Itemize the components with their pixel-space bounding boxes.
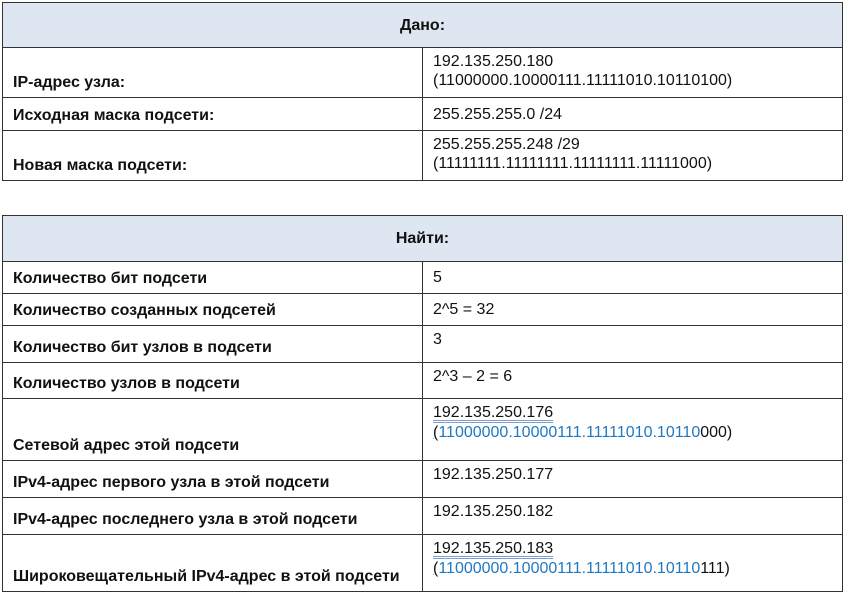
given-row-label: IP-адрес узла: [2, 47, 423, 98]
find-row-label: Количество бит узлов в подсети [2, 325, 423, 363]
find-row-value: 192.135.250.177 [422, 460, 843, 498]
value-line: 255.255.255.248 /29 [433, 136, 580, 153]
find-header: Найти: [2, 215, 843, 262]
broadcast-address: 192.135.250.183 [433, 540, 554, 559]
find-row-label: Широковещательный IPv4-адрес в этой подс… [2, 534, 423, 592]
find-row-value: 192.135.250.183 (11000000.10000111.11111… [422, 534, 843, 592]
value-line: (11111111.11111111.11111111.11111000) [433, 155, 713, 172]
given-header: Дано: [2, 2, 843, 48]
broadcast-binary: (11000000.10000111.11111010.10110111) [433, 560, 730, 577]
given-row-value: 192.135.250.180 (11000000.10000111.11111… [422, 47, 843, 98]
find-row-value: 2^3 – 2 = 6 [422, 362, 843, 399]
find-row-label: Сетевой адрес этой подсети [2, 398, 423, 461]
given-row-label: Исходная маска подсети: [2, 97, 423, 131]
find-row-value: 192.135.250.176 (11000000.10000111.11111… [422, 398, 843, 461]
find-row-value: 192.135.250.182 [422, 497, 843, 535]
find-row-label: IPv4-адрес последнего узла в этой подсет… [2, 497, 423, 535]
value-line: (11000000.10000111.11111010.10110100) [433, 72, 733, 89]
find-row-label: Количество бит подсети [2, 261, 423, 294]
given-row-label: Новая маска подсети: [2, 130, 423, 181]
find-row-label: Количество узлов в подсети [2, 362, 423, 399]
given-row-value: 255.255.255.248 /29 (11111111.11111111.1… [422, 130, 843, 181]
network-address: 192.135.250.176 [433, 404, 554, 423]
find-table: Найти: Количество бит подсети 5 Количест… [2, 215, 843, 592]
find-row-value: 3 [422, 325, 843, 363]
given-row-value: 255.255.255.0 /24 [422, 97, 843, 131]
find-row-value: 2^5 = 32 [422, 293, 843, 326]
find-row-label: IPv4-адрес первого узла в этой подсети [2, 460, 423, 498]
find-row-value: 5 [422, 261, 843, 294]
network-binary: (11000000.10000111.11111010.10110000) [433, 424, 733, 441]
given-table: Дано: IP-адрес узла: 192.135.250.180 (11… [2, 2, 843, 181]
value-line: 192.135.250.180 [433, 53, 554, 70]
find-row-label: Количество созданных подсетей [2, 293, 423, 326]
